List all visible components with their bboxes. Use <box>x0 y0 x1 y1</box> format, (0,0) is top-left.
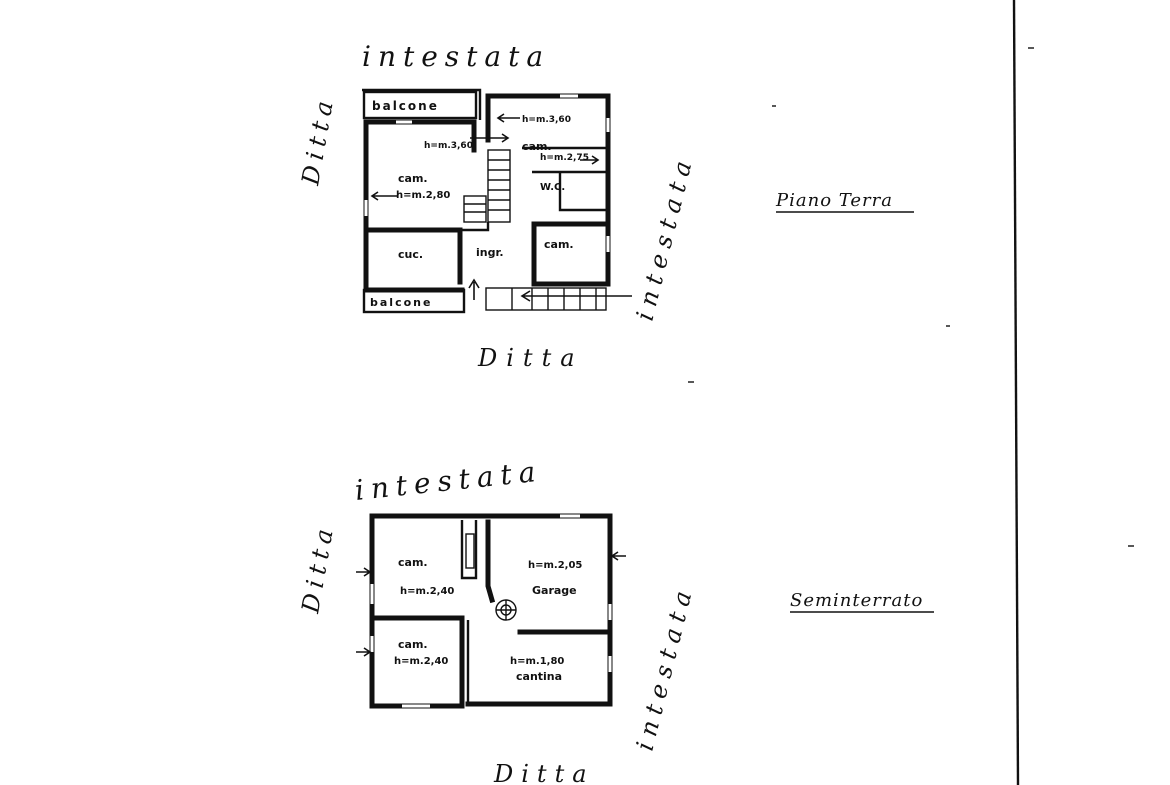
pt-cam-right: cam. <box>544 238 574 251</box>
pt-neighbour-top: intestata <box>362 40 550 73</box>
sm-garage: Garage <box>532 584 577 597</box>
sm-cam-lower: cam. <box>398 638 428 651</box>
pt-cam-left: cam. <box>398 172 428 185</box>
sm-h-cantina: h=m.1,80 <box>510 656 564 667</box>
pt-neighbour-bottom: Ditta <box>477 344 584 372</box>
sm-cam-upper: cam. <box>398 556 428 569</box>
sheet-border-line <box>1012 0 1020 785</box>
sm-floor-title: Seminterrato <box>790 590 923 611</box>
basement-plan: intestata Ditta Ditta intestata cam. <box>296 454 699 785</box>
pt-balcone-bottom: balcone <box>370 296 432 309</box>
pt-ingr: ingr. <box>476 246 504 259</box>
pt-cuc: cuc. <box>398 248 423 261</box>
sm-neighbour-top: intestata <box>353 454 543 506</box>
sm-neighbour-right: intestata <box>631 582 699 754</box>
pt-neighbour-left: Ditta <box>296 93 339 188</box>
sm-h-cam-upper: h=m.2,40 <box>400 586 454 597</box>
pt-wc: W.C. <box>540 182 565 193</box>
sm-cantina: cantina <box>516 670 562 683</box>
pt-neighbour-right: intestata <box>631 152 699 324</box>
ground-floor-plan: intestata Ditta Ditta intestata <box>296 40 699 372</box>
pt-h-topright-1: h=m.3,60 <box>522 115 571 125</box>
pt-floor-title: Piano Terra <box>775 190 893 211</box>
pt-h-cam-left: h=m.2,80 <box>396 190 450 201</box>
sm-neighbour-bottom: Ditta <box>493 760 595 785</box>
sm-h-garage: h=m.2,05 <box>528 560 582 571</box>
sm-h-cam-lower: h=m.2,40 <box>394 656 448 667</box>
pt-h-topright-2: h=m.2,75 <box>540 153 589 163</box>
pt-cam-topright: cam. <box>522 140 552 153</box>
sm-neighbour-left: Ditta <box>296 521 339 616</box>
pt-balcone-top: balcone <box>372 99 439 113</box>
pt-h-stair-left: h=m.3,60 <box>424 141 473 151</box>
